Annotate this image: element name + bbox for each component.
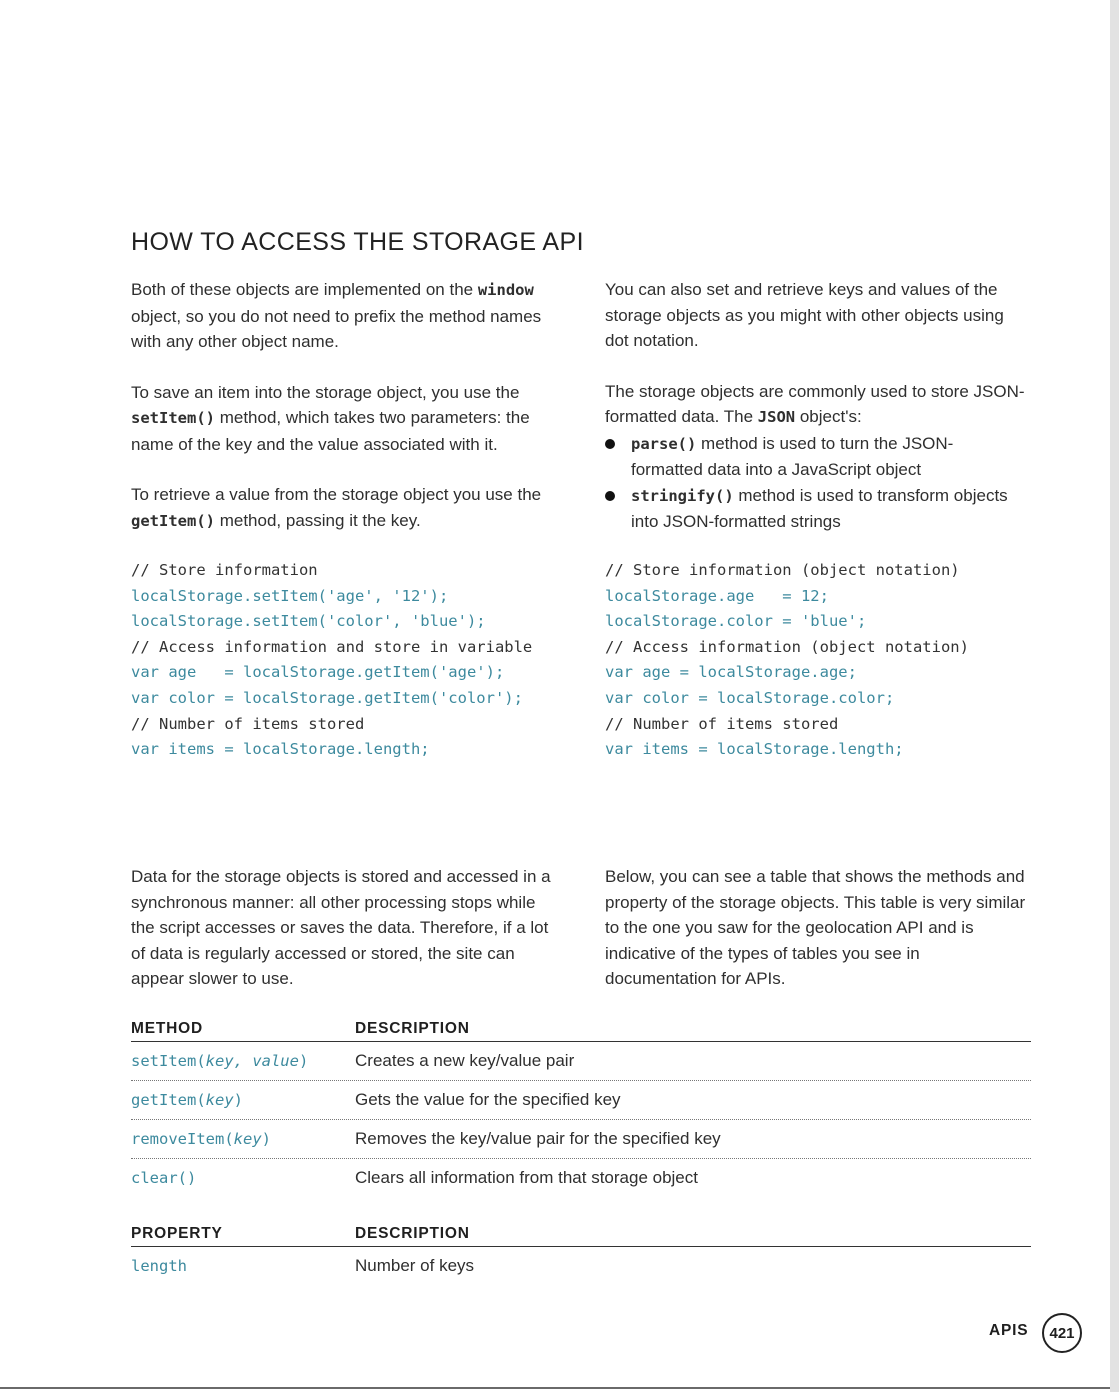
table-row: getItem(key) Gets the value for the spec… bbox=[131, 1081, 1031, 1120]
inline-code: window bbox=[477, 281, 534, 299]
table-row: removeItem(key) Removes the key/value pa… bbox=[131, 1120, 1031, 1159]
methods-table: METHOD DESCRIPTION setItem(key, value) C… bbox=[131, 1020, 1031, 1197]
page-number: 421 bbox=[1042, 1313, 1082, 1353]
page-edge-shadow bbox=[1110, 0, 1119, 1392]
right-lower-column: Below, you can see a table that shows th… bbox=[605, 864, 1035, 992]
right-paragraph-2: The storage objects are commonly used to… bbox=[605, 381, 1025, 427]
inline-code: setItem() bbox=[131, 409, 215, 427]
json-methods-list: parse() method is used to turn the JSON-… bbox=[605, 431, 1025, 535]
left-intro-column: Both of these objects are implemented on… bbox=[131, 277, 571, 534]
left-lower-column: Data for the storage objects is stored a… bbox=[131, 864, 551, 992]
footer-section-label: APIS bbox=[989, 1322, 1029, 1339]
list-item: stringify() method is used to transform … bbox=[605, 483, 1025, 535]
inline-code: getItem() bbox=[131, 511, 215, 530]
left-paragraph-3: To retrieve a value from the storage obj… bbox=[131, 485, 542, 530]
page-bottom-rule bbox=[0, 1387, 1110, 1389]
table-row: setItem(key, value) Creates a new key/va… bbox=[131, 1042, 1031, 1081]
page-title: HOW TO ACCESS THE STORAGE API bbox=[131, 228, 584, 256]
table-header: METHOD DESCRIPTION bbox=[131, 1020, 1031, 1042]
bullet-icon bbox=[605, 438, 615, 449]
list-item: parse() method is used to turn the JSON-… bbox=[605, 431, 1025, 483]
left-paragraph-1: Both of these objects are implemented on… bbox=[131, 280, 542, 351]
right-intro-column: You can also set and retrieve keys and v… bbox=[605, 277, 1025, 535]
sync-note-paragraph: Data for the storage objects is stored a… bbox=[131, 867, 551, 988]
bullet-icon bbox=[605, 490, 615, 501]
inline-code: JSON bbox=[757, 408, 796, 426]
table-intro-paragraph: Below, you can see a table that shows th… bbox=[605, 867, 1026, 988]
table-row: clear() Clears all information from that… bbox=[131, 1168, 698, 1187]
table-row: length Number of keys bbox=[131, 1256, 475, 1275]
left-paragraph-2: To save an item into the storage object,… bbox=[131, 382, 530, 454]
table-header: PROPERTY DESCRIPTION bbox=[131, 1225, 1031, 1247]
property-table: PROPERTY DESCRIPTION length Number of ke… bbox=[131, 1225, 1031, 1285]
right-paragraph-1: You can also set and retrieve keys and v… bbox=[605, 280, 1004, 350]
code-sample-method-notation: // Store information localStorage.setIte… bbox=[131, 561, 533, 759]
code-sample-object-notation: // Store information (object notation) l… bbox=[605, 561, 969, 759]
